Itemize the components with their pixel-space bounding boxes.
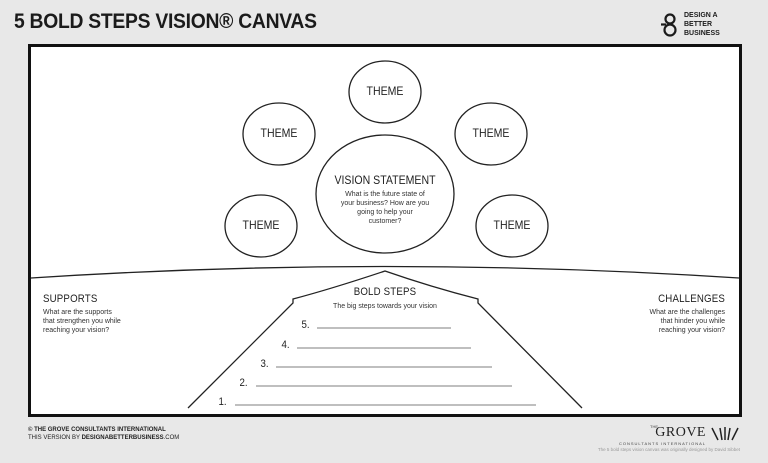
supports-line: that strengthen you while	[43, 318, 121, 325]
version-prefix: THIS VERSION BY	[28, 435, 82, 441]
page-title: 5 BOLD STEPS VISION® CANVAS	[14, 10, 317, 33]
theme-label: THEME	[260, 126, 298, 140]
step-number: 5.	[301, 319, 310, 331]
vision-line: your business? How are you	[340, 200, 430, 207]
brand-line: BUSINESS	[684, 30, 720, 37]
vision-line: customer?	[368, 218, 402, 225]
theme-circle	[224, 194, 298, 258]
challenges-title: CHALLENGES	[658, 293, 725, 305]
vision-statement-title: VISION STATEMENT	[334, 173, 436, 187]
canvas-drawing	[31, 60, 739, 409]
bold-steps-arrow	[187, 270, 583, 409]
theme-label: THEME	[242, 218, 280, 232]
challenges-line: that hinder you while	[660, 318, 725, 325]
horizon-line	[31, 265, 739, 279]
grove-the: THE	[650, 424, 658, 429]
vision-line: What is the future state of	[345, 191, 425, 198]
challenges-line: reaching your vision?	[658, 327, 725, 334]
version-line: THIS VERSION BY DESIGNABETTERBUSINESS.CO…	[28, 434, 179, 442]
supports-title: SUPPORTS	[43, 293, 98, 305]
footer-credits: © THE GROVE CONSULTANTS INTERNATIONAL TH…	[28, 426, 179, 442]
step-number: 2.	[239, 377, 248, 389]
theme-circle	[454, 102, 528, 166]
challenges-prompt: What are the challenges that hinder you …	[650, 308, 726, 335]
grove-logo: THE GROVE CONSULTANTS INTERNATIONAL The …	[590, 424, 740, 454]
theme-label: THEME	[366, 84, 404, 98]
step-number: 1.	[218, 396, 227, 408]
supports-line: reaching your vision?	[43, 327, 110, 334]
grove-tree-icon	[711, 427, 739, 441]
vision-canvas: THEME THEME THEME THEME THEME VISION STA…	[28, 44, 742, 417]
attribution-note: The 5 bold steps vision canvas was origi…	[597, 447, 740, 452]
grove-wordmark: GROVE	[655, 425, 706, 440]
theme-circle	[348, 60, 422, 124]
step-number: 3.	[260, 358, 269, 370]
theme-circle	[475, 194, 549, 258]
theme-label: THEME	[493, 218, 531, 232]
bold-steps-subtitle: The big steps towards your vision	[333, 303, 437, 310]
challenges-line: What are the challenges	[649, 309, 726, 316]
brand-logo: DESIGN A BETTER BUSINESS	[660, 11, 752, 39]
supports-line: What are the supports	[43, 309, 112, 316]
theme-label: THEME	[472, 126, 510, 140]
design-a-better-business-logo-icon	[661, 13, 677, 37]
bold-steps-title: BOLD STEPS	[353, 286, 417, 298]
vision-line: going to help your	[357, 209, 413, 216]
vision-statement-prompt: What is the future state of your busines…	[325, 190, 445, 226]
copyright-text: © THE GROVE CONSULTANTS INTERNATIONAL	[28, 427, 166, 433]
version-site[interactable]: DESIGNABETTERBUSINESS	[81, 435, 164, 441]
brand-line: DESIGN A	[684, 12, 718, 19]
step-number: 4.	[281, 339, 290, 351]
supports-prompt: What are the supports that strengthen yo…	[43, 308, 121, 335]
grove-subtitle: CONSULTANTS INTERNATIONAL	[618, 441, 706, 446]
version-suffix: .COM	[163, 435, 180, 441]
brand-line: BETTER	[684, 21, 712, 28]
vision-circle	[315, 134, 455, 254]
theme-circle	[242, 102, 316, 166]
